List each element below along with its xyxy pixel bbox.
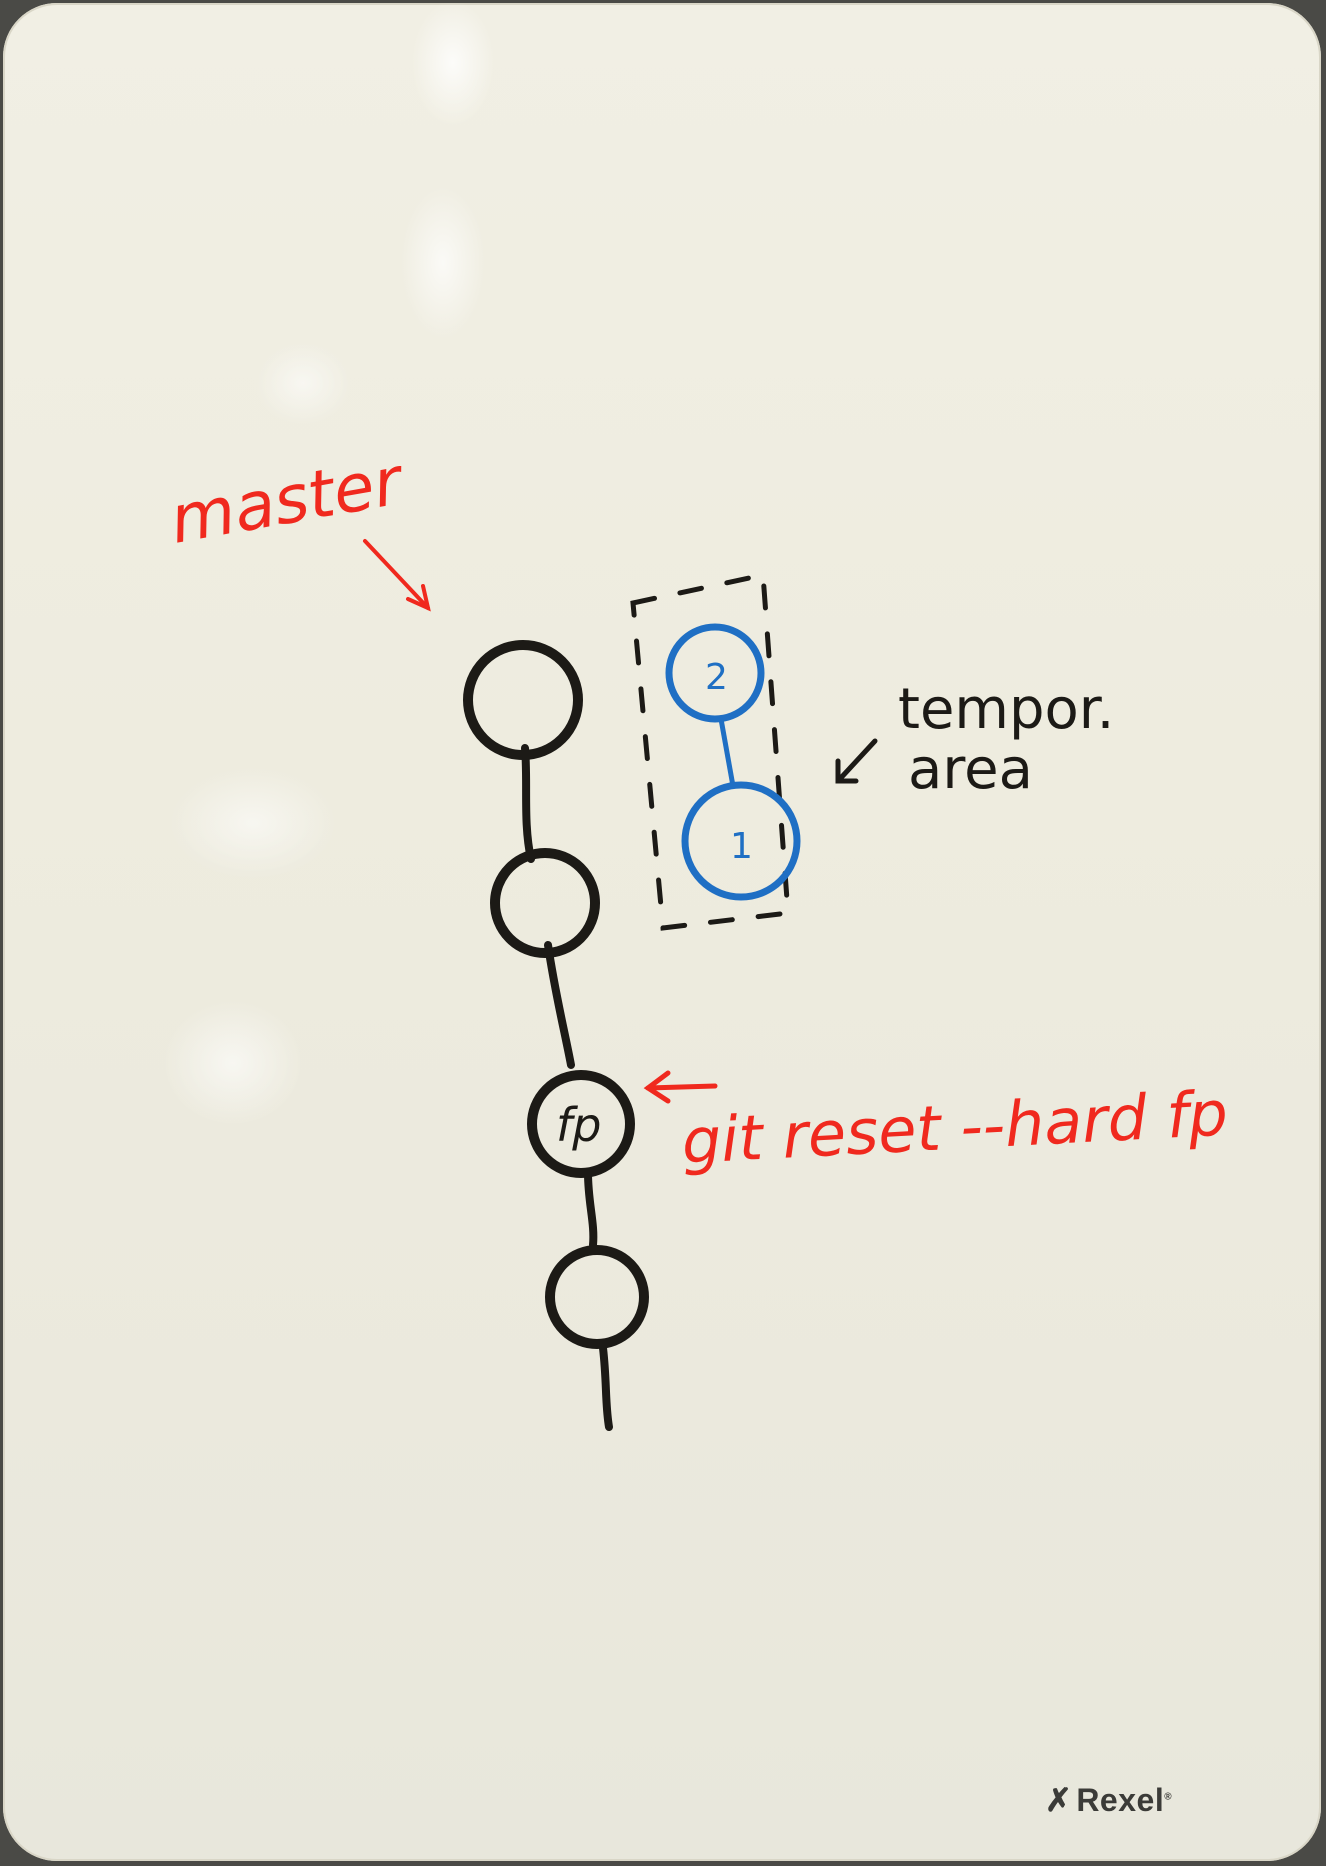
temp-commit-2-label: 2 [705, 657, 728, 698]
temp-commit-line [718, 718, 736, 787]
commit-node [545, 1245, 649, 1349]
master-label: master [164, 442, 410, 559]
commit-node [463, 640, 583, 760]
commit-line [521, 744, 613, 1431]
commit-node [490, 848, 600, 958]
commit-node-fp [527, 1070, 635, 1178]
temp-commit-1-label: 1 [730, 826, 753, 867]
area-label: area [908, 737, 1033, 802]
temp-commit-2 [665, 623, 765, 723]
area-arrow [835, 738, 878, 784]
reset-arrow-head [643, 1070, 671, 1104]
master-arrow [363, 539, 430, 610]
temp-commit-1 [681, 781, 801, 901]
reset-command: git reset --hard fp [680, 1076, 1230, 1178]
area-arrow-head [835, 758, 859, 784]
brand-logo: ✗Rexel® [1045, 1781, 1172, 1819]
brand-mark-icon: ✗ [1045, 1782, 1073, 1818]
brand-reg: ® [1164, 1791, 1173, 1803]
brand-name: Rexel [1076, 1782, 1165, 1818]
fp-label: fp [556, 1098, 601, 1152]
whiteboard: master fp 2 1 tempor. area git reset --h… [3, 3, 1321, 1861]
master-arrow-head [406, 584, 431, 612]
tempor-label: tempor. [898, 677, 1114, 742]
git-diagram: master fp 2 1 tempor. area git reset --h… [164, 442, 1230, 1431]
reset-arrow [645, 1083, 718, 1091]
